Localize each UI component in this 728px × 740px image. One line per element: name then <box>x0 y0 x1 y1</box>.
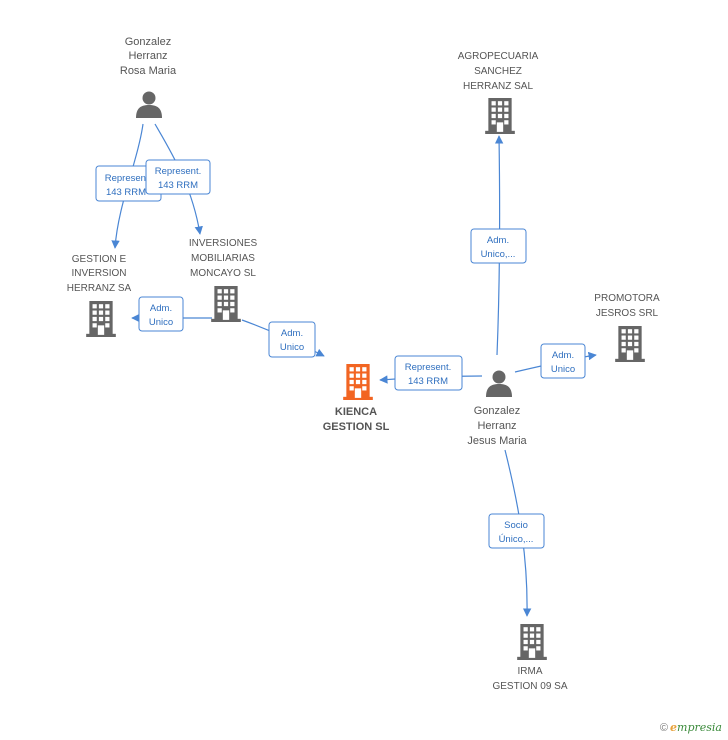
building-icon <box>517 624 547 660</box>
svg-text:Gonzalez: Gonzalez <box>474 405 520 417</box>
edge-label-jesus-kienca: Represent. 143 RRM <box>394 355 463 391</box>
svg-text:Gonzalez: Gonzalez <box>125 36 171 48</box>
edge-label-inversiones-gestion: Adm. Unico <box>138 296 184 332</box>
svg-text:INVERSIONES: INVERSIONES <box>189 238 258 249</box>
node-promotora-jesros[interactable]: PROMOTORA JESROS SRL <box>594 293 660 362</box>
svg-text:Adm.: Adm. <box>552 350 574 361</box>
svg-text:Represent.: Represent. <box>105 173 151 184</box>
svg-text:Unico,...: Unico,... <box>481 249 516 260</box>
node-jesus-maria[interactable]: Gonzalez Herranz Jesus Maria <box>467 370 528 448</box>
brand-initial: e <box>670 721 678 734</box>
svg-text:Jesus Maria: Jesus Maria <box>467 435 527 447</box>
node-rosa-maria[interactable]: Gonzalez Herranz Rosa Maria <box>120 36 177 118</box>
node-irma-gestion[interactable]: IRMA GESTION 09 SA <box>492 624 568 692</box>
svg-text:Herranz: Herranz <box>128 50 167 62</box>
svg-text:MOBILIARIAS: MOBILIARIAS <box>191 253 255 264</box>
svg-text:Unico: Unico <box>551 364 575 375</box>
building-icon <box>485 98 515 134</box>
svg-text:MONCAYO SL: MONCAYO SL <box>190 268 256 279</box>
svg-text:143 RRM: 143 RRM <box>106 187 146 198</box>
building-icon <box>211 286 241 322</box>
svg-text:Represent.: Represent. <box>155 166 201 177</box>
edge-label-rosa-inversiones: Represent. 143 RRM <box>145 159 211 195</box>
building-icon <box>86 301 116 337</box>
edge-label-jesus-agropecuaria: Adm. Unico,... <box>470 228 527 264</box>
svg-text:JESROS SRL: JESROS SRL <box>596 308 659 319</box>
svg-text:143 RRM: 143 RRM <box>158 180 198 191</box>
brand-name: mpresia <box>677 721 722 734</box>
svg-text:Adm.: Adm. <box>281 328 303 339</box>
svg-text:PROMOTORA: PROMOTORA <box>594 293 660 304</box>
person-icon <box>486 370 512 397</box>
svg-text:IRMA: IRMA <box>518 666 543 677</box>
building-icon <box>615 326 645 362</box>
svg-text:KIENCA: KIENCA <box>335 406 377 418</box>
svg-text:SANCHEZ: SANCHEZ <box>474 66 522 77</box>
svg-text:Adm.: Adm. <box>150 303 172 314</box>
svg-text:Rosa Maria: Rosa Maria <box>120 65 177 77</box>
svg-text:INVERSION: INVERSION <box>71 268 126 279</box>
svg-text:GESTION 09 SA: GESTION 09 SA <box>492 681 567 692</box>
node-agropecuaria[interactable]: AGROPECUARIA SANCHEZ HERRANZ SAL <box>458 51 539 134</box>
svg-text:HERRANZ SAL: HERRANZ SAL <box>463 81 533 92</box>
svg-text:AGROPECUARIA: AGROPECUARIA <box>458 51 539 62</box>
svg-text:Socio: Socio <box>504 520 528 531</box>
empresia-logo: ©empresia <box>660 721 722 734</box>
svg-text:Unico: Unico <box>280 342 304 353</box>
building-icon-highlighted <box>343 364 373 400</box>
node-inversiones-moncayo[interactable]: INVERSIONES MOBILIARIAS MONCAYO SL <box>189 238 258 322</box>
node-kienca-gestion[interactable]: KIENCA GESTION SL <box>323 364 390 433</box>
svg-text:Unico: Unico <box>149 317 173 328</box>
copyright-symbol: © <box>659 722 669 734</box>
svg-text:Adm.: Adm. <box>487 235 509 246</box>
svg-text:143 RRM: 143 RRM <box>408 376 448 387</box>
svg-text:GESTION SL: GESTION SL <box>323 421 390 433</box>
svg-text:HERRANZ SA: HERRANZ SA <box>67 283 132 294</box>
edge-label-jesus-promotora: Adm. Unico <box>540 343 586 379</box>
node-gestion-inversion[interactable]: GESTION E INVERSION HERRANZ SA <box>67 254 132 337</box>
svg-text:Herranz: Herranz <box>477 420 516 432</box>
svg-text:Represent.: Represent. <box>405 362 451 373</box>
person-icon <box>136 91 162 118</box>
svg-text:GESTION E: GESTION E <box>72 254 127 265</box>
edge-label-jesus-irma: Socio Único,... <box>488 513 545 549</box>
edge-label-inversiones-kienca: Adm. Unico <box>268 321 316 358</box>
svg-text:Único,...: Único,... <box>499 534 534 545</box>
